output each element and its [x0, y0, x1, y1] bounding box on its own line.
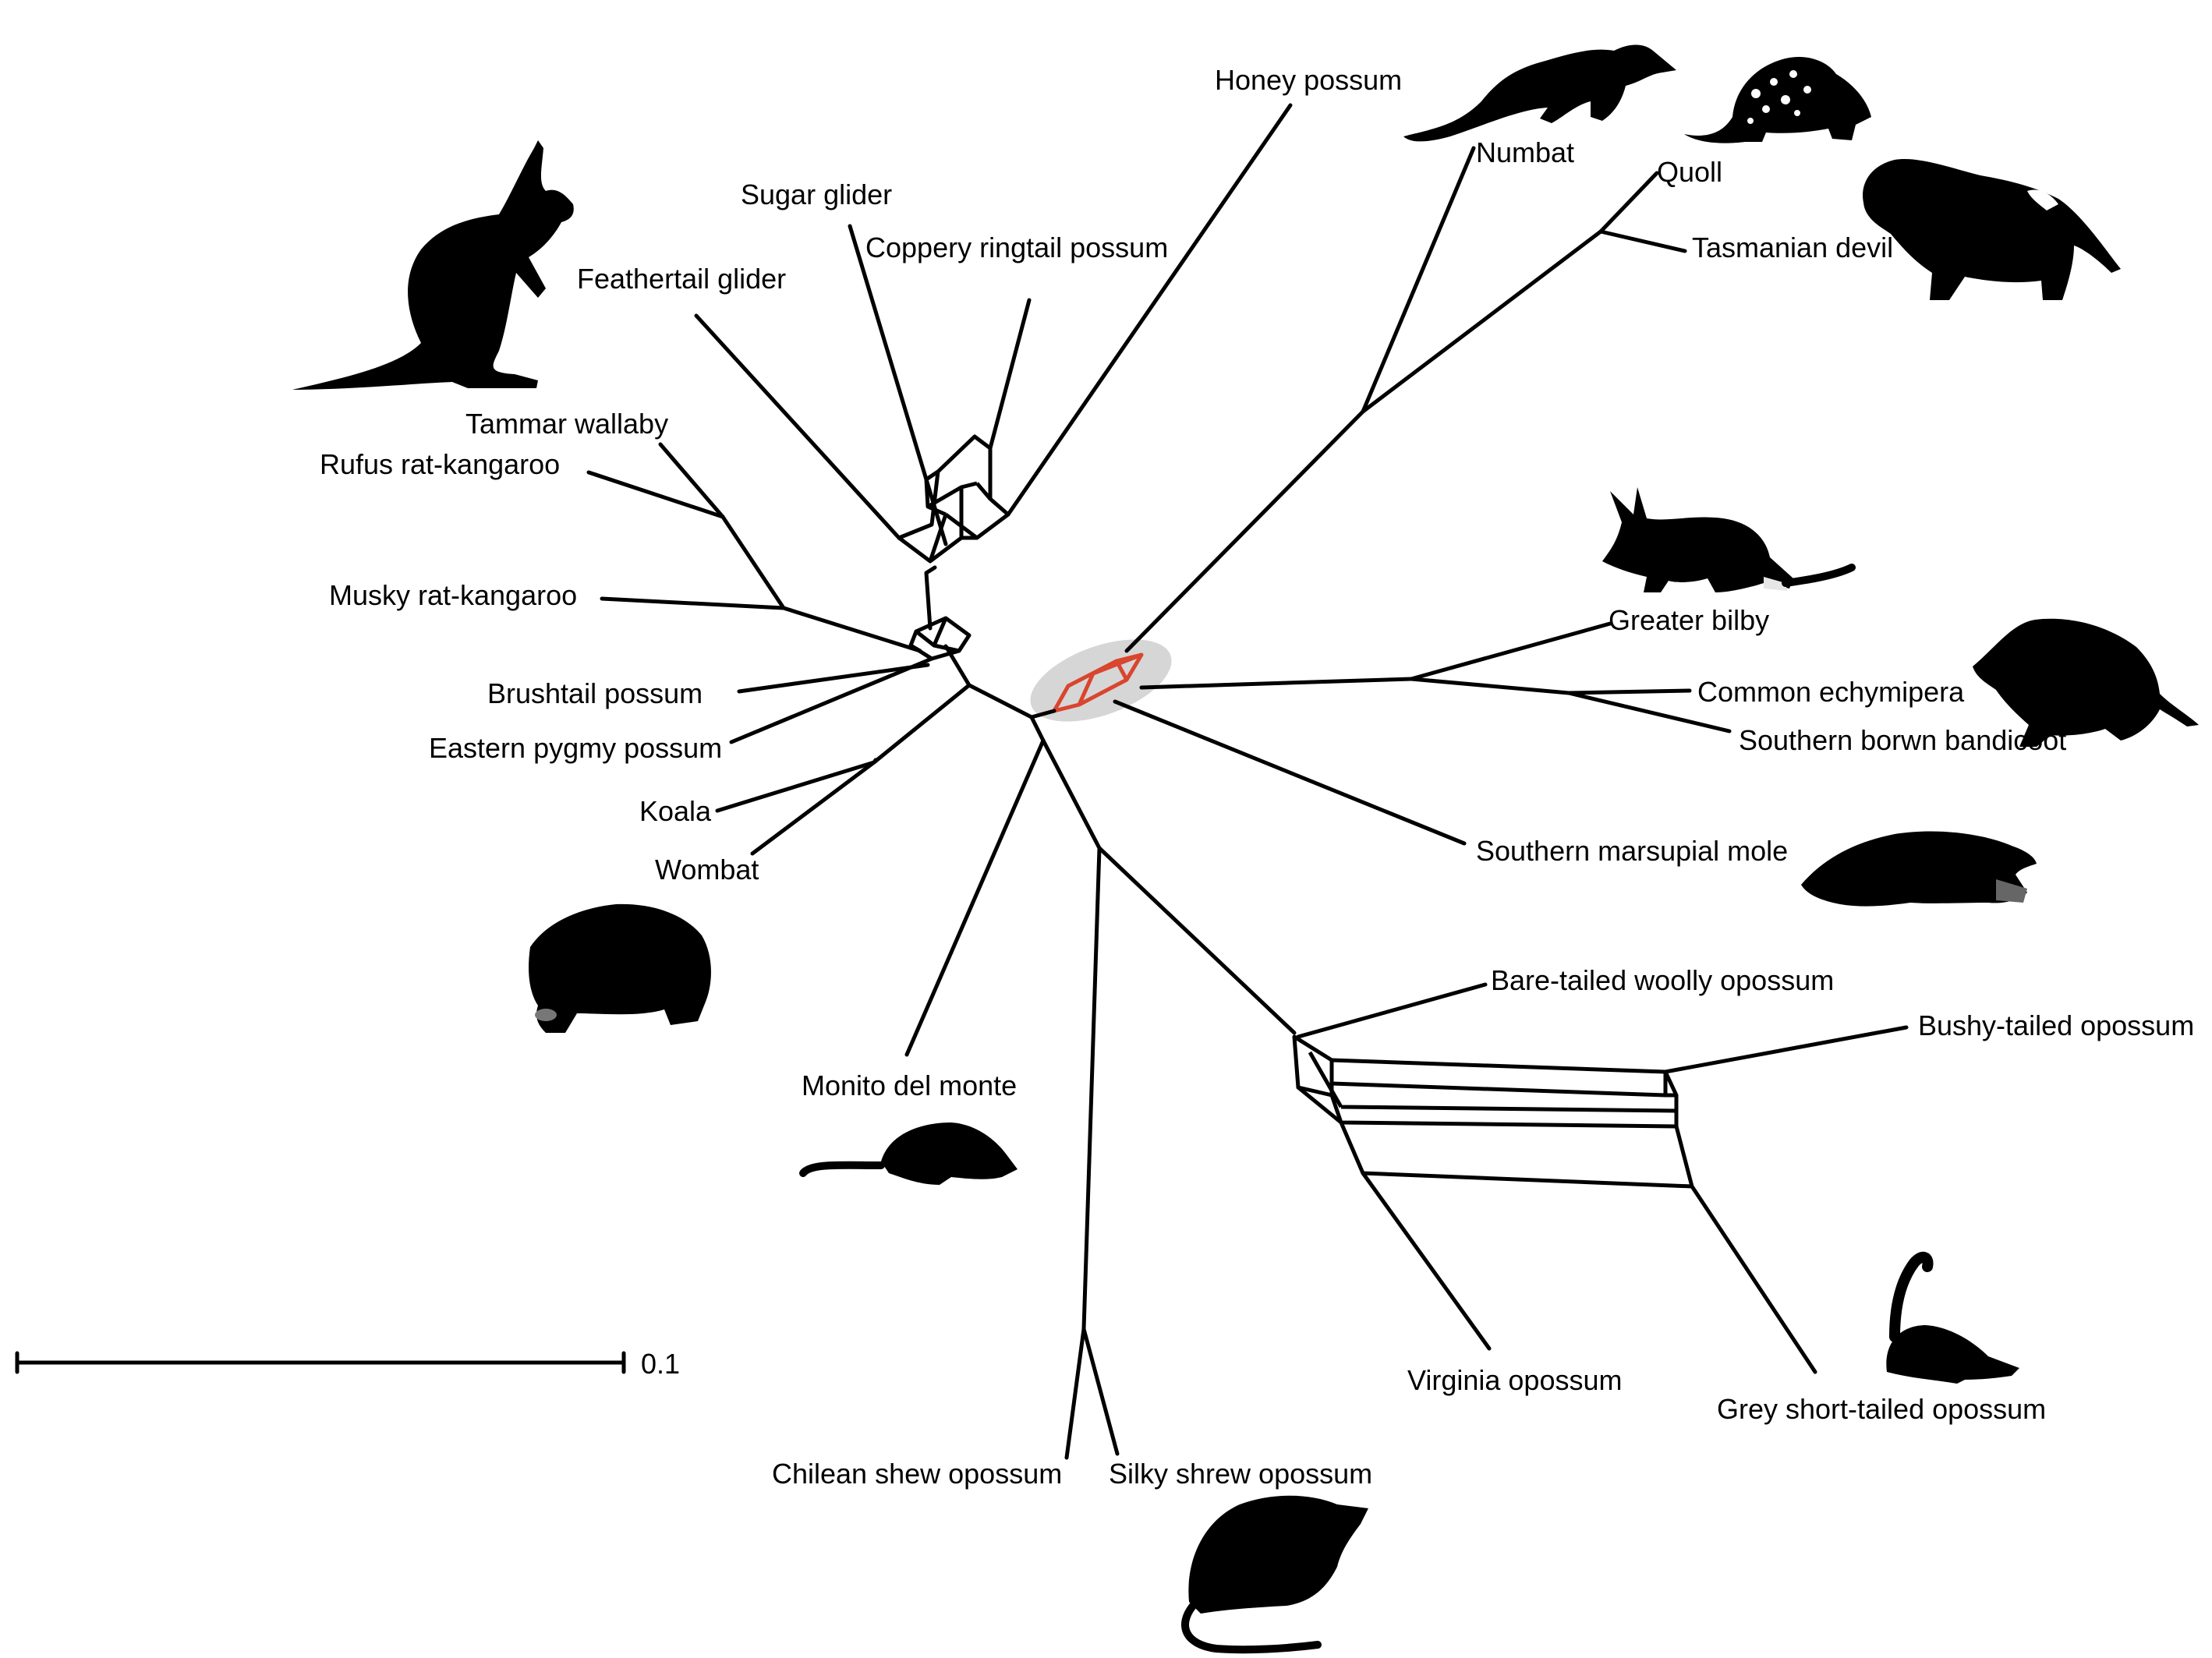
taxon-label-feathertail-glider: Feathertail glider [577, 263, 786, 295]
scale-bar: 0.1 [17, 1348, 680, 1380]
peramelemorph-edges [1115, 624, 1729, 843]
short-tailed-opossum-silhouette-icon [1886, 1257, 2019, 1384]
taxon-label-brushtail-possum: Brushtail possum [487, 677, 703, 709]
taxon-label-grey-short-tailed-opossum: Grey short-tailed opossum [1717, 1393, 2046, 1425]
taxon-label-virginia-opossum: Virginia opossum [1407, 1364, 1622, 1396]
taxon-label-rufus-rat-kangaroo: Rufus rat-kangaroo [320, 448, 560, 480]
taxon-label-eastern-pygmy-possum: Eastern pygmy possum [429, 732, 722, 764]
taxon-label-koala: Koala [639, 795, 712, 827]
taxon-label-musky-rat-kangaroo: Musky rat-kangaroo [329, 579, 577, 611]
wombat-silhouette-icon [529, 904, 711, 1033]
taxon-label-greater-bilby: Greater bilby [1609, 604, 1769, 636]
taxon-label-sugar-glider: Sugar glider [741, 179, 892, 210]
bilby-silhouette-icon [1602, 487, 1852, 592]
taxon-label-coppery-ringtail: Coppery ringtail possum [865, 232, 1168, 263]
taxon-label-southern-brown-bandicoot: Southern borwn bandicoot [1739, 724, 2066, 756]
taxon-label-numbat: Numbat [1476, 136, 1574, 168]
taxon-label-bushy-tailed-opossum: Bushy-tailed opossum [1918, 1009, 2194, 1041]
taxon-label-quoll: Quoll [1657, 156, 1722, 188]
kangaroo-silhouette-icon [292, 140, 574, 390]
taxon-label-wombat: Wombat [655, 854, 759, 886]
scale-bar-label: 0.1 [641, 1348, 680, 1380]
taxon-label-chilean-shrew-opossum: Chilean shew opossum [772, 1458, 1062, 1490]
marsupial-mole-silhouette-icon [1801, 831, 2037, 906]
quoll-silhouette-icon [1684, 57, 1871, 143]
didelphid-reticulation [1294, 1037, 1692, 1186]
diprotodont-reticulations [899, 437, 1008, 659]
taxon-label-bare-tailed-woolly-opossum: Bare-tailed woolly opossum [1491, 964, 1834, 996]
taxon-label-tammar-wallaby: Tammar wallaby [465, 408, 668, 440]
taxon-label-southern-marsupial-mole: Southern marsupial mole [1476, 835, 1788, 867]
tasmanian-devil-silhouette-icon [1863, 159, 2121, 300]
taxon-label-common-echymipera: Common echymipera [1697, 676, 1965, 708]
taxon-label-honey-possum: Honey possum [1215, 64, 1402, 96]
taxon-label-silky-shrew-opossum: Silky shrew opossum [1109, 1458, 1372, 1490]
taxon-label-monito-del-monte: Monito del monte [802, 1069, 1017, 1101]
monito-silhouette-icon [803, 1122, 1018, 1185]
taxon-label-tasmanian-devil: Tasmanian devil [1692, 232, 1893, 263]
taxon-labels: Honey possum Numbat Quoll Tasmanian devi… [320, 64, 2194, 1490]
shrew-opossum-silhouette-icon [1185, 1496, 1368, 1649]
numbat-silhouette-icon [1403, 45, 1676, 142]
